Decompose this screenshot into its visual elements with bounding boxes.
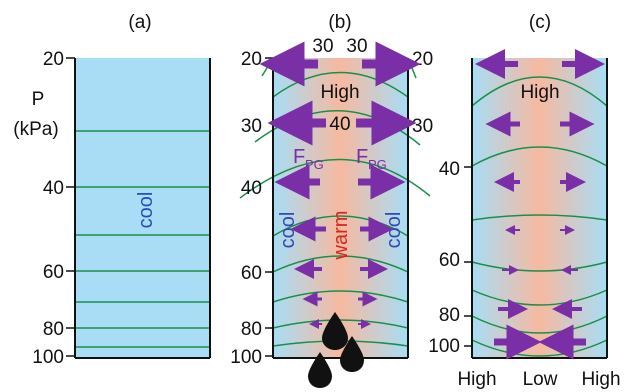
panel-b-axis-ticks — [265, 57, 273, 357]
panel-a-label: (a) — [128, 12, 151, 33]
panel-c-wind-arrows — [475, 49, 605, 360]
panel-b-tick-40: 40 — [241, 178, 262, 199]
panel-b-cool-label-right: cool — [383, 212, 405, 249]
panel-c-axis-ticks — [464, 166, 472, 347]
panel-b-tick-30: 30 — [241, 116, 262, 137]
panel-b-right-tick-30: 30 — [412, 116, 433, 137]
panel-b-isobar-label-30-left: 30 — [312, 36, 333, 57]
panel-b-right-tick-20: 20 — [412, 49, 433, 70]
panel-a-tick-60: 60 — [43, 262, 64, 283]
panel-c-tick-100: 100 — [428, 336, 460, 357]
panel-a-isobars — [75, 130, 210, 348]
panel-a-cool-label: cool — [135, 192, 157, 229]
panel-b-wind-arrows — [259, 41, 421, 329]
pressure-axis-unit: (kPa) — [13, 119, 58, 140]
panel-a-tick-20: 20 — [43, 49, 64, 70]
panel-a-cool-air — [75, 58, 210, 358]
svg-text:PG: PG — [368, 157, 387, 172]
panel-b-isobar-label-30-right: 30 — [346, 36, 367, 57]
panel-c: (c) 40 60 80 100 High — [428, 12, 620, 390]
panel-b-tick-20: 20 — [241, 49, 262, 70]
panel-c-warm-column — [472, 58, 607, 358]
panel-b-warm-column — [273, 58, 408, 358]
panel-b-tick-60: 60 — [241, 263, 262, 284]
panel-c-high-label: High — [520, 82, 559, 103]
panel-c-tick-80: 80 — [439, 305, 460, 326]
panel-c-bottom-label-center: Low — [523, 369, 558, 390]
panel-b: (b) 20 30 40 60 80 100 20 30 — [230, 12, 433, 388]
pressure-axis-title: P — [32, 89, 45, 110]
panel-b-warm-label: warm — [330, 211, 352, 261]
panel-a-axis-ticks — [66, 57, 75, 357]
panel-b-isobar-label-40: 40 — [329, 114, 350, 135]
panel-b-high-label: High — [320, 82, 359, 103]
panel-a-tick-100: 100 — [32, 347, 64, 368]
rain-drop-icon — [308, 312, 364, 388]
panel-c-label: (c) — [529, 12, 551, 33]
svg-text:PG: PG — [305, 157, 324, 172]
panel-a: (a) 20 40 60 80 100 P (kPa) cool — [13, 12, 211, 368]
panel-c-bottom-label-left: High — [457, 369, 496, 390]
panel-c-bottom-label-right: High — [581, 369, 620, 390]
panel-b-tick-100: 100 — [230, 347, 262, 368]
svg-text:F: F — [356, 146, 368, 168]
panel-c-tick-60: 60 — [439, 250, 460, 271]
panel-b-tick-80: 80 — [241, 319, 262, 340]
svg-text:F: F — [293, 146, 305, 168]
panel-b-force-label-left: F PG — [293, 146, 324, 172]
panel-a-tick-80: 80 — [43, 319, 64, 340]
panel-b-label: (b) — [328, 12, 351, 33]
panel-b-cool-label-left: cool — [277, 212, 299, 249]
panel-a-tick-40: 40 — [43, 178, 64, 199]
panel-c-tick-40: 40 — [439, 159, 460, 180]
